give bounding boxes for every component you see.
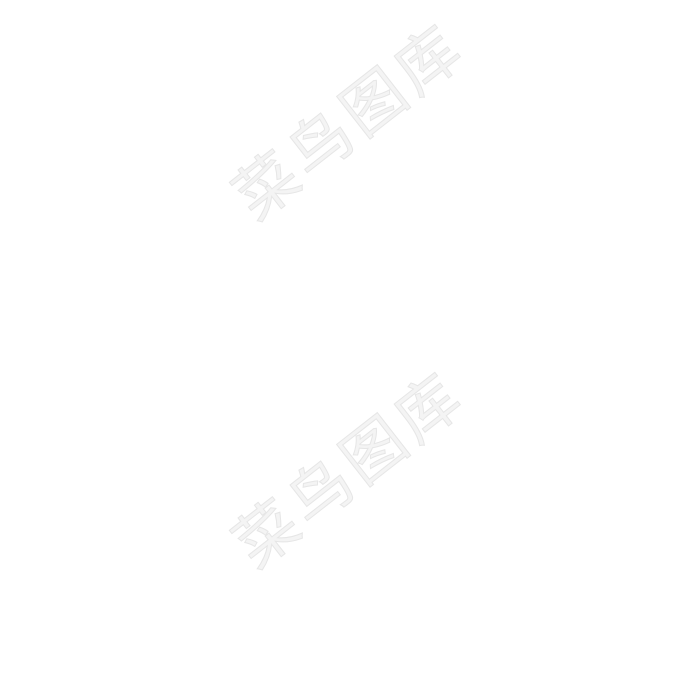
watermark-text-top: 菜鸟图库 <box>220 9 480 235</box>
watermark-text-bottom: 菜鸟图库 <box>220 357 480 583</box>
